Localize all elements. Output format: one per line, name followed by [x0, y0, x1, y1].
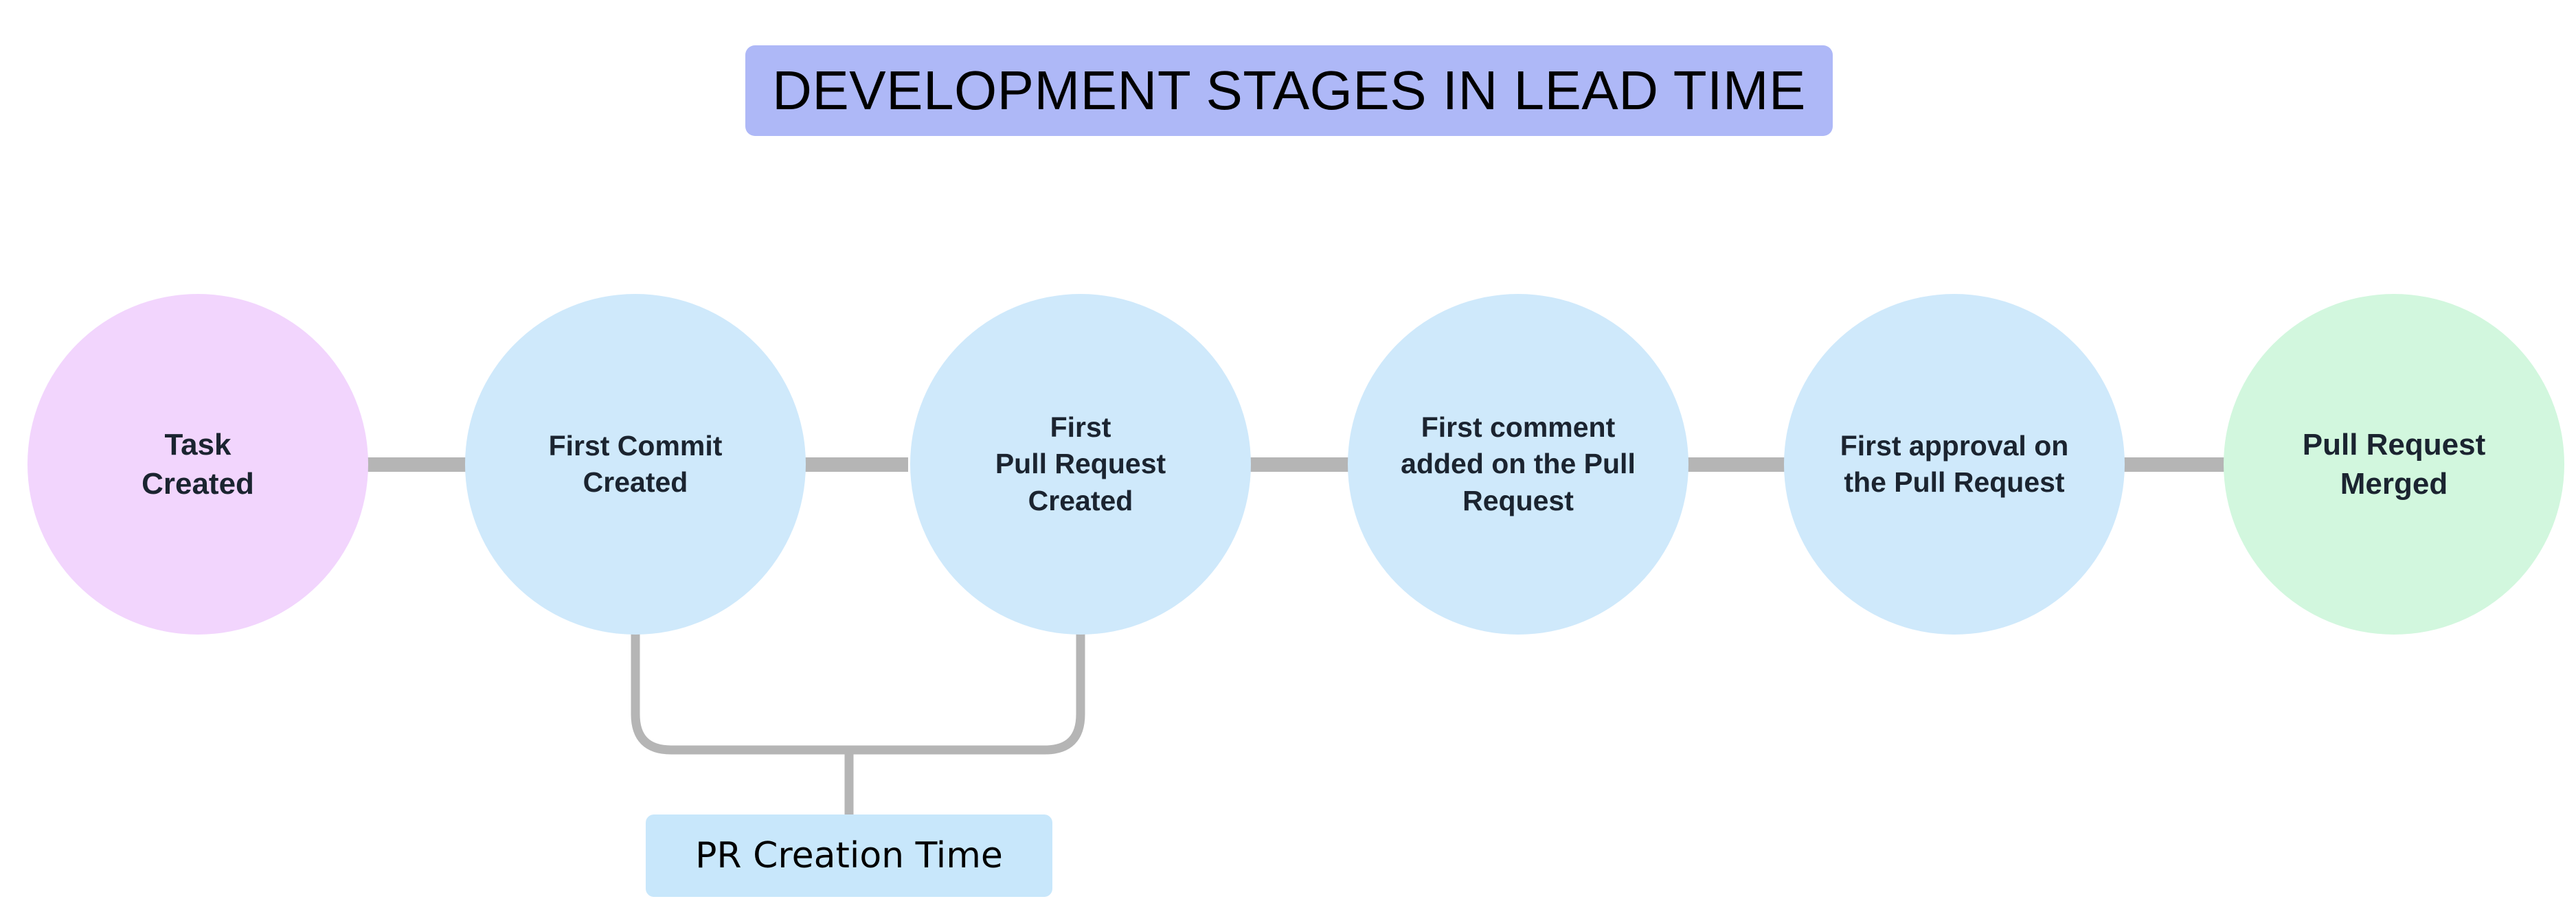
node-first-pull-request-created[interactable]: First Pull Request Created [910, 294, 1251, 635]
bracket-right-stem [849, 629, 1085, 755]
node-label-pull-request-merged: Pull Request Merged [2302, 427, 2486, 501]
node-pull-request-merged[interactable]: Pull Request Merged [2224, 294, 2564, 635]
node-task-created[interactable]: Task Created [27, 294, 368, 635]
edge-line-pr-to-comment [1245, 457, 1353, 472]
annotation-label-pr-creation-time: PR Creation Time [695, 835, 1003, 876]
node-first-comment-on-pull-request[interactable]: First comment added on the Pull Request [1348, 294, 1688, 635]
node-label-first-approval-on-pull-request: First approval on the Pull Request [1840, 429, 2069, 498]
node-label-task-created: Task Created [142, 427, 254, 501]
node-label-first-comment-on-pull-request: First comment added on the Pull Request [1401, 411, 1636, 516]
edge-line-comment-to-approval [1683, 457, 1792, 472]
annotation-pr-creation-time[interactable]: PR Creation Time [646, 814, 1052, 897]
node-label-first-pull-request-created: First Pull Request Created [995, 411, 1166, 516]
node-label-first-commit-created: First Commit Created [548, 429, 723, 498]
annotation-bracket-pr-creation-time [631, 629, 1085, 817]
page-title: DEVELOPMENT STAGES IN LEAD TIME [772, 60, 1806, 121]
edge-line-commit-to-pr [800, 457, 908, 472]
node-first-approval-on-pull-request[interactable]: First approval on the Pull Request [1784, 294, 2125, 635]
bracket-left-stem [631, 629, 849, 755]
edge-line-approval-to-merged [2120, 457, 2228, 472]
node-first-commit-created[interactable]: First Commit Created [465, 294, 806, 635]
edge-line-task-to-commit [361, 457, 470, 472]
diagram-title-banner: DEVELOPMENT STAGES IN LEAD TIME [745, 45, 1833, 136]
